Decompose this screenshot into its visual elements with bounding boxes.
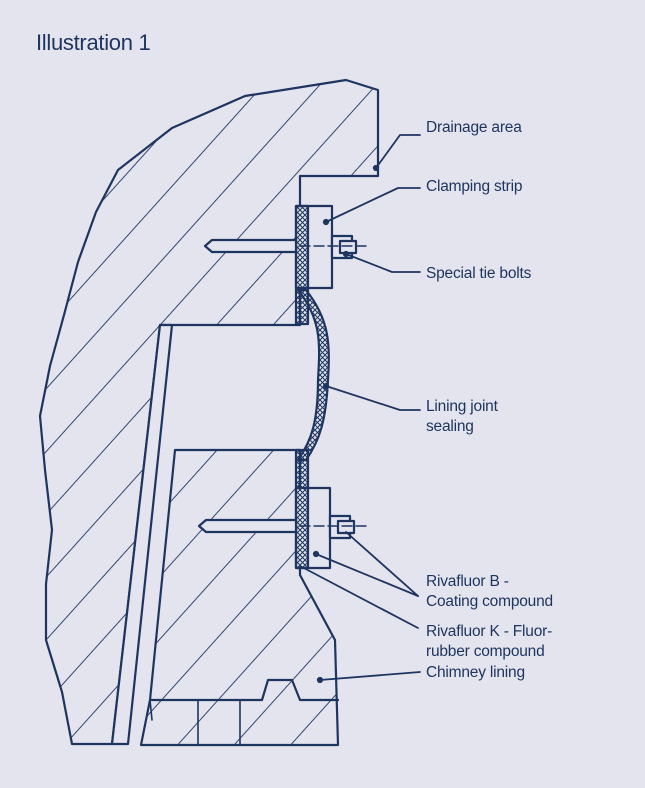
lining-joint-seal [296, 288, 330, 462]
label-special-tie-bolts: Special tie bolts [426, 265, 532, 282]
leader-drainage [375, 134, 421, 169]
label-drainage-area: Drainage area [426, 119, 522, 136]
tie-bolt-upper [203, 234, 371, 260]
label-rivafluor-b-line1: Rivafluor B - [426, 573, 509, 590]
leader-chimney [319, 671, 421, 681]
diagram-title: Illustration 1 [36, 30, 151, 55]
leader-rivafluor-b2 [315, 553, 419, 597]
label-chimney-lining: Chimney lining [426, 664, 525, 681]
label-lining-joint-line1: Lining joint [426, 398, 498, 415]
label-rivafluor-b-line2: Coating compound [426, 593, 553, 610]
label-rivafluor-k-line2: rubber compound [426, 643, 545, 660]
leader-lining [325, 385, 421, 411]
leader-clamping [325, 187, 421, 223]
leader-rivafluor-b1 [345, 531, 419, 597]
label-rivafluor-b: Rivafluor B - Coating compound [426, 572, 553, 612]
chimney-notch [148, 678, 340, 702]
label-clamping-strip: Clamping strip [426, 178, 523, 195]
leader-rivafluor-k [299, 565, 419, 629]
lining-column [110, 323, 174, 746]
leader-bolts [345, 253, 421, 273]
label-rivafluor-k-line1: Rivafluor K - Fluor- [426, 623, 553, 640]
label-rivafluor-k: Rivafluor K - Fluor- rubber compound [426, 622, 552, 662]
label-lining-joint-sealing: Lining joint sealing [426, 397, 498, 437]
label-lining-joint-line2: sealing [426, 418, 474, 435]
